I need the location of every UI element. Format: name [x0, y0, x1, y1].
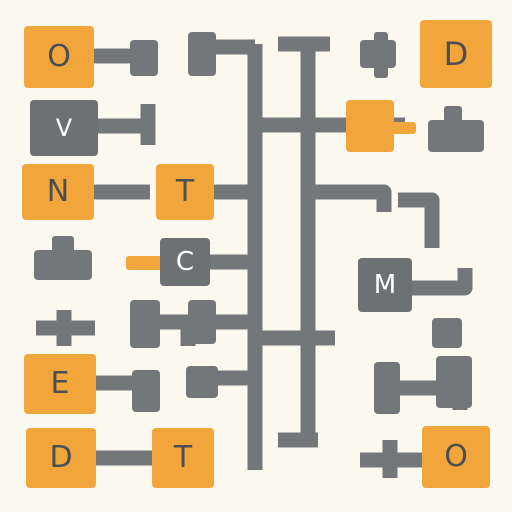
tile-left-n: N — [22, 164, 94, 220]
branch-right-row — [308, 184, 392, 212]
chevron-link — [96, 104, 156, 145]
tile-top-left: O — [24, 26, 94, 88]
tile-center-t: T — [156, 164, 214, 220]
lower-right-block — [436, 356, 472, 408]
tile-chevron: V — [30, 100, 98, 156]
tile-bottom-left: D — [26, 428, 96, 488]
lower-left-stem — [374, 362, 400, 414]
tile-orange-square — [346, 100, 394, 152]
tile-left-e: E — [24, 354, 96, 414]
tile-bottom-right: O — [422, 426, 490, 488]
top-mid-pad — [188, 32, 216, 76]
mid-left-block — [130, 300, 160, 348]
mid-center-block — [188, 300, 216, 344]
right-stem-block — [432, 318, 462, 348]
right-mini-block — [428, 120, 484, 152]
tile-center-c: C — [160, 238, 210, 286]
right-hook — [398, 192, 440, 248]
top-left-pad — [130, 40, 158, 76]
top-right-stem — [374, 32, 388, 78]
left-plus — [36, 310, 95, 346]
orange-accent-link — [392, 122, 416, 134]
orange-accent-bar — [126, 256, 166, 270]
tile-right-m: M — [358, 258, 412, 312]
e-right-block — [132, 370, 160, 412]
lower-mid-block — [186, 366, 218, 398]
right-mini-stem — [444, 106, 462, 130]
m-link — [405, 268, 473, 296]
tile-bottom-center: T — [152, 428, 214, 488]
left-block-stem — [52, 236, 74, 258]
tile-top-right: D — [420, 20, 492, 88]
left-block — [34, 250, 92, 280]
